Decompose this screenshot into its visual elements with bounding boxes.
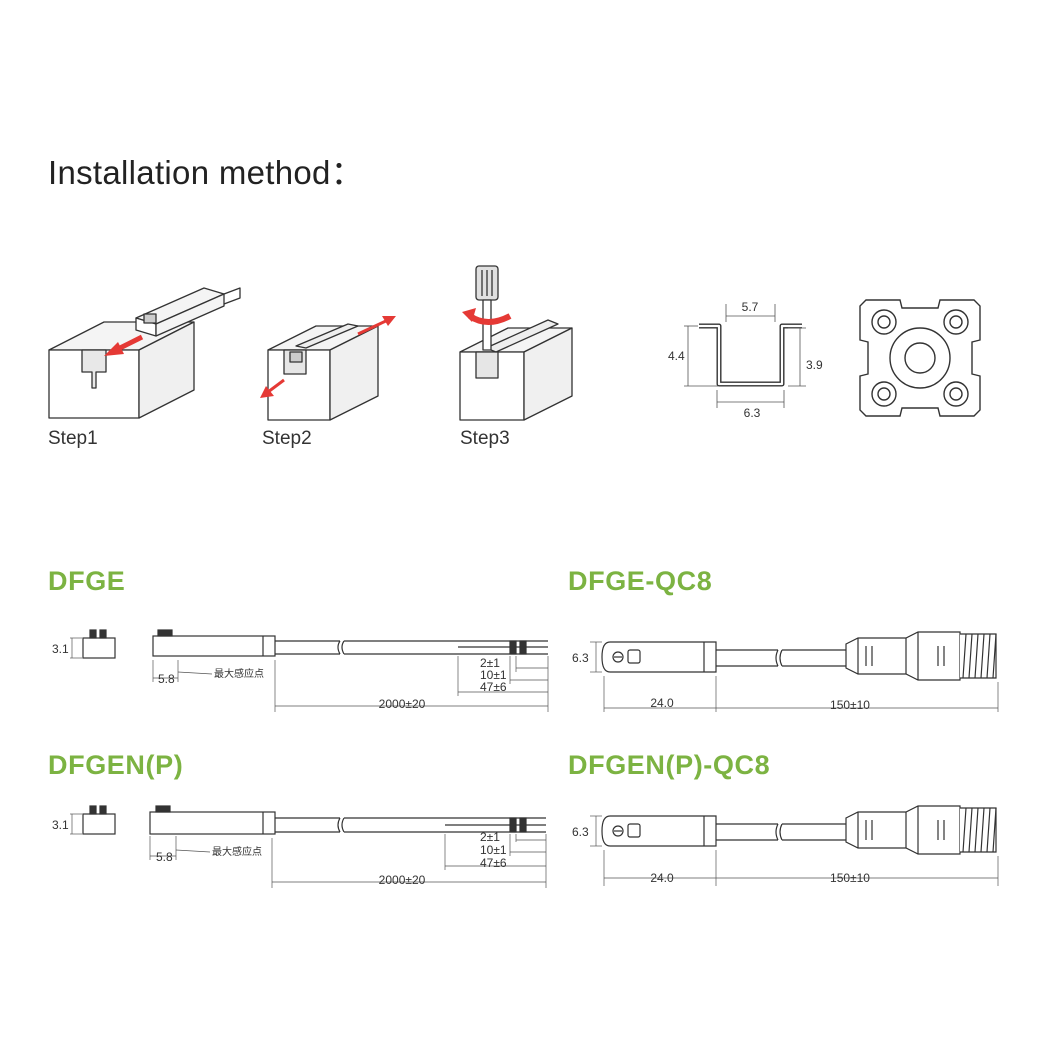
- page-title: Installation method：: [48, 154, 365, 191]
- model-title-dfgen: DFGEN(P): [48, 750, 184, 780]
- dfgen-strip-2: 2±1: [480, 830, 500, 844]
- slide-arrows: [260, 316, 396, 398]
- slot-height-right: 3.9: [806, 358, 823, 372]
- dfge-strip-47: 47±6: [480, 680, 507, 694]
- dfge-cable-length: 2000±20: [379, 697, 426, 711]
- dfge-sensing-offset: 5.8: [158, 672, 175, 686]
- dfgen-height: 3.1: [52, 818, 69, 832]
- dfgen-qc8-height: 6.3: [572, 825, 589, 839]
- dfgen-qc8-body-length: 24.0: [650, 871, 674, 885]
- step3-illustration: [459, 265, 573, 421]
- step2-label: Step2: [262, 428, 312, 449]
- step3-label: Step3: [460, 428, 510, 449]
- dfgen-cable-length: 2000±20: [379, 873, 426, 887]
- dfgen-sensing-note: 最大感应点: [212, 845, 262, 858]
- dfge-height: 3.1: [52, 642, 69, 656]
- step1-label: Step1: [48, 428, 98, 449]
- dfge-qc8-height: 6.3: [572, 651, 589, 665]
- dfgen-qc8-drawing: 6.3 24.0 150±10: [572, 805, 999, 886]
- insert-arrow: [104, 334, 144, 356]
- slot-profile-drawing: 5.7 4.4 3.9 6.3: [668, 300, 823, 420]
- model-title-dfgen-qc8: DFGEN(P)-QC8: [568, 750, 771, 780]
- dfge-qc8-body-length: 24.0: [650, 696, 674, 710]
- slot-bottom-width: 6.3: [744, 406, 761, 420]
- cylinder-end-view: [859, 299, 981, 417]
- dfgen-strip-10: 10±1: [480, 843, 507, 857]
- dfge-drawing: 3.1 5.8 最大感应点 2±1 10±1 47±6 2000±20: [52, 629, 549, 712]
- dfgen-drawing: 3.1 5.8 最大感应点 2±1 10±1 47±6 2000±20: [52, 805, 547, 888]
- step2-illustration: [260, 316, 396, 421]
- dfge-strip-10: 10±1: [480, 668, 507, 682]
- dfge-qc8-drawing: 6.3 24.0 150±10: [572, 631, 999, 712]
- dfgen-qc8-cable-length: 150±10: [830, 871, 870, 885]
- dfge-sensing-note: 最大感应点: [214, 667, 264, 680]
- dfge-strip-2: 2±1: [480, 656, 500, 670]
- rotate-arrow: [462, 308, 512, 325]
- dfgen-strip-47: 47±6: [480, 856, 507, 870]
- slot-height-left: 4.4: [668, 349, 685, 363]
- model-title-dfge: DFGE: [48, 566, 126, 596]
- dfge-qc8-cable-length: 150±10: [830, 698, 870, 712]
- slot-top-width: 5.7: [742, 300, 759, 314]
- dfgen-sensing-offset: 5.8: [156, 850, 173, 864]
- step1-illustration: [48, 287, 241, 419]
- model-title-dfge-qc8: DFGE-QC8: [568, 566, 713, 596]
